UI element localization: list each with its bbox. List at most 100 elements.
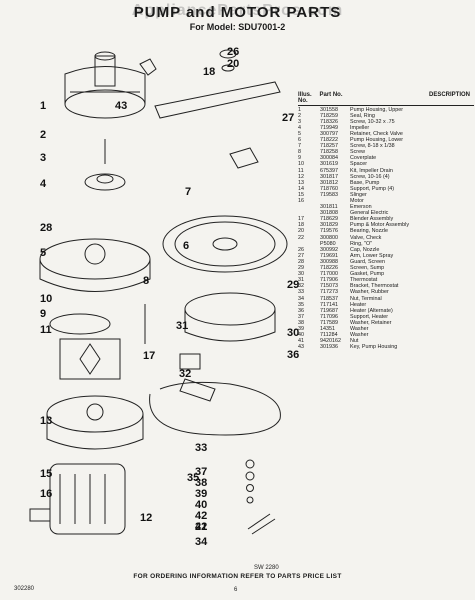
callout-number: 27: [282, 112, 295, 124]
part-no: 711284: [320, 332, 338, 339]
illus-no: 6: [298, 137, 301, 144]
illus-no: 7: [298, 143, 301, 150]
illus-no: 5: [298, 130, 301, 137]
part-description: Screw, 10-16 (4): [350, 173, 390, 180]
callout-number: 12: [140, 512, 153, 524]
callout-number: 3: [40, 152, 47, 164]
illus-no: 28: [298, 258, 304, 265]
check-valve: [247, 513, 276, 535]
callout-number: 42: [195, 510, 208, 522]
illus-no: 34: [298, 295, 304, 302]
part-no: 719687: [320, 307, 338, 314]
part-no: 717273: [320, 289, 338, 296]
parts-list-row: 40 711284 Washer: [298, 332, 474, 338]
part-description: Retainer, Check Valve: [350, 130, 403, 137]
document-code: 302280: [14, 586, 35, 592]
part-description: Gasket, Pump: [350, 271, 385, 278]
part-description: Motor: [350, 198, 364, 204]
part-no: 300797: [320, 130, 338, 137]
illus-no: 40: [298, 332, 304, 339]
part-description: Washer: [350, 332, 369, 339]
callout-number: 16: [40, 488, 53, 500]
part-description: Blender Assembly: [350, 216, 394, 223]
illus-no: 12: [298, 173, 304, 180]
illus-no: 22: [298, 234, 304, 241]
illus-no: 36: [298, 307, 304, 314]
callout-number: 34: [195, 536, 208, 548]
upper-pump-housing: [64, 51, 146, 119]
callout-number: 5: [40, 247, 47, 259]
part-description: Screen, Sump: [350, 265, 385, 272]
callout-number: 29: [287, 279, 300, 291]
part-description: Screw: [350, 149, 365, 156]
illus-no: 31: [298, 277, 304, 284]
parts-list-row: 22 300800 Valve, Check: [298, 235, 474, 241]
illus-no: 43: [298, 344, 304, 351]
illus-no: 32: [298, 283, 304, 290]
part-description: Guard, Screen: [350, 258, 386, 265]
washer: [246, 484, 254, 492]
illus-no: 8: [298, 149, 301, 156]
part-no: 301936: [320, 344, 338, 351]
motor: [29, 463, 126, 535]
callout-number: 26: [227, 46, 240, 58]
part-description: Bearing, Nozzle: [350, 228, 389, 235]
part-no: 719583: [320, 191, 338, 198]
part-no: 718760: [320, 185, 338, 192]
callout-number: 10: [40, 293, 53, 305]
part-description: Heater (Alternate): [350, 307, 393, 314]
callout-number: 36: [287, 349, 300, 361]
parts-list-row: 8 718258 Screw: [298, 149, 474, 155]
part-no: 718257: [320, 143, 338, 150]
part-no: 301829: [320, 222, 338, 229]
illus-no: 35: [298, 301, 304, 308]
illus-no: 1: [298, 106, 301, 113]
page-number: 6: [234, 587, 238, 593]
part-description: Emerson: [350, 204, 372, 211]
part-description: Nut: [350, 338, 359, 345]
part-no: 717589: [320, 319, 338, 326]
callout-number: 11: [40, 324, 52, 336]
part-description: Screw, 10-32 x .75: [350, 118, 395, 125]
part-description: Valve, Check: [350, 234, 382, 241]
part-description: Pump & Motor Assembly: [350, 222, 410, 229]
callout-number: 15: [40, 468, 53, 480]
part-no: 718222: [320, 137, 338, 144]
thermostat: [179, 353, 201, 370]
part-no: 718258: [320, 149, 338, 156]
callout-number: 38: [195, 477, 208, 489]
part-description: Support, Heater: [350, 313, 389, 320]
illus-no: 27: [298, 252, 304, 259]
thermostat-bracket: [179, 378, 216, 402]
illus-no: 11: [298, 167, 304, 174]
part-no: 718629: [320, 216, 338, 223]
part-description: Seal, Ring: [350, 112, 375, 119]
heater: [149, 381, 281, 436]
exploded-diagram: [29, 49, 288, 535]
illus-no: 39: [298, 325, 304, 332]
illus-no: 18: [298, 222, 304, 229]
pump-housing-key: [139, 58, 157, 76]
part-no: 300800: [320, 234, 338, 241]
model-label: For Model: SDU7001-2: [189, 22, 286, 32]
part-description: Washer: [350, 325, 369, 332]
nut: [246, 496, 254, 504]
callout-number: 4: [40, 178, 47, 190]
part-description: Arm, Lower Spray: [350, 252, 394, 259]
illus-no: 10: [298, 161, 304, 168]
callout-number: 13: [40, 415, 53, 427]
parts-list-row: 36 719687 Heater (Alternate): [298, 308, 474, 314]
